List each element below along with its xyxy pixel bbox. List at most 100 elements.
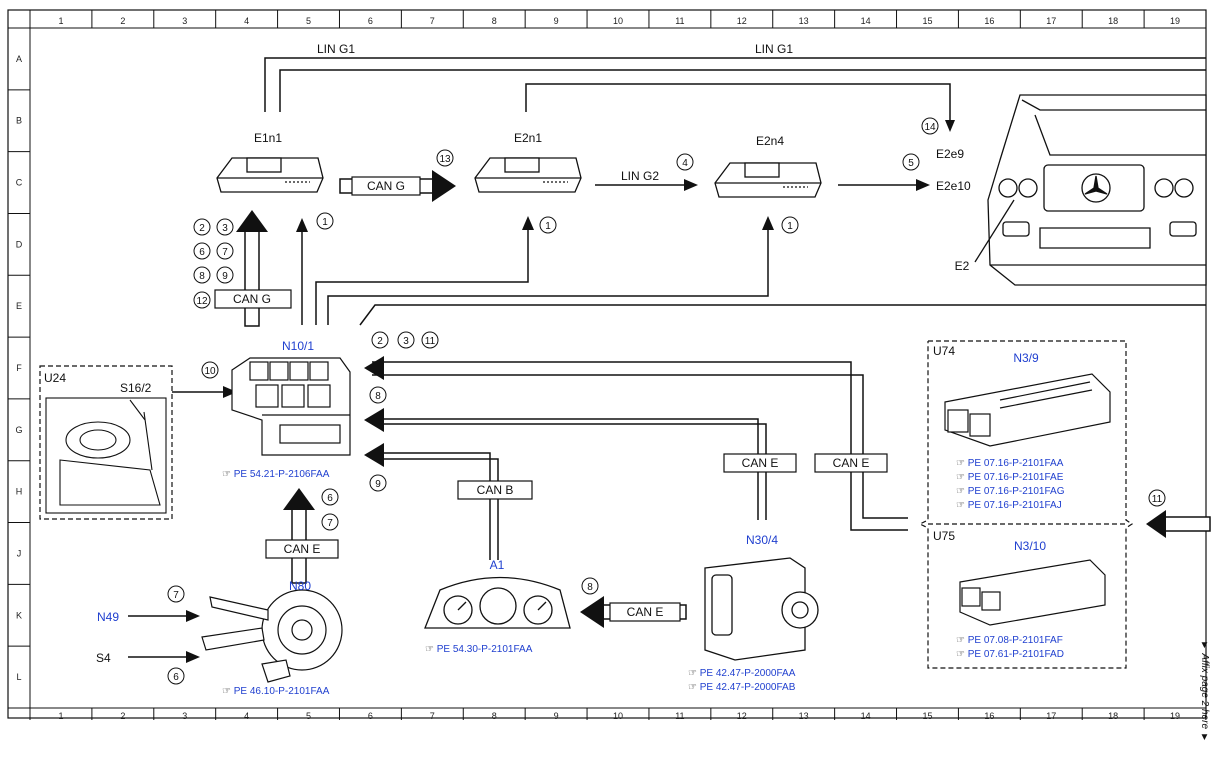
ref-n30-4-a[interactable]: ☞ PE 42.47-P-2000FAA [688,668,796,679]
ref-n10-1[interactable]: ☞ PE 54.21-P-2106FAA [222,469,330,480]
step-11-u75: 11 [1152,494,1163,505]
ref-n3-9-b[interactable]: ☞ PE 07.16-P-2101FAE [956,472,1064,483]
can-e-label-a1: CAN E [627,605,664,619]
label-n80: N80 [289,579,311,593]
esp-control-unit-n30-4 [704,557,819,661]
bus-label-boxes [214,176,888,622]
component-labels-blue: N10/1 N80 N49 A1 N30/4 N3/9 N3/10 [97,339,1046,624]
control-unit-e2n4 [714,162,822,198]
can-e-label-n80: CAN E [284,542,321,556]
step-4: 4 [682,158,688,169]
step-13: 13 [439,154,451,165]
steering-column-u24 [45,397,167,514]
column-label-top: 4 [244,16,249,26]
column-label-top: 18 [1108,16,1118,26]
ref-n3-9-a[interactable]: ☞ PE 07.16-P-2101FAA [956,458,1064,469]
column-label-bottom: 7 [430,711,435,721]
step-1-e1n1: 1 [322,217,328,228]
vehicle-front-view [974,94,1207,286]
instrument-cluster-a1 [424,576,571,629]
row-label: A [16,54,22,64]
step-8-n10: 8 [375,391,381,402]
step-numbers: 1 2 3 6 7 8 9 12 13 1 4 1 5 14 2 3 11 10… [173,122,1162,683]
step-9-n10: 9 [375,479,381,490]
step-6: 6 [199,247,205,258]
column-label-top: 15 [922,16,932,26]
column-label-top: 7 [430,16,435,26]
ref-n3-10-a[interactable]: ☞ PE 07.08-P-2101FAF [956,635,1063,646]
row-label: K [16,610,22,620]
row-label: E [16,301,22,311]
label-e1n1: E1n1 [254,131,282,145]
label-n3-9: N3/9 [1013,351,1039,365]
step-8: 8 [199,271,205,282]
step-14: 14 [924,122,936,133]
column-label-top: 16 [984,16,994,26]
lin-g2-label: LIN G2 [621,169,659,183]
label-n30-4: N30/4 [746,533,778,547]
fuse-relay-module-n10-1 [231,357,351,456]
ref-n3-9-d[interactable]: ☞ PE 07.16-P-2101FAJ [956,500,1062,511]
column-label-bottom: 3 [182,711,187,721]
column-label-top: 14 [861,16,871,26]
step-9: 9 [222,271,228,282]
column-label-top: 8 [492,16,497,26]
column-label-bottom: 12 [737,711,747,721]
column-label-top: 3 [182,16,187,26]
column-label-top: 5 [306,16,311,26]
label-e2n1: E2n1 [514,131,542,145]
column-label-bottom: 14 [861,711,871,721]
column-label-bottom: 16 [984,711,994,721]
step-3: 3 [222,223,228,234]
step-5: 5 [908,158,914,169]
engine-control-unit-n3-9 [944,373,1111,447]
row-label: G [15,425,22,435]
can-e-label-n30-4: CAN E [742,456,779,470]
step-7-n49: 7 [173,590,179,601]
step-3-n10: 3 [403,336,409,347]
wiring-lines [128,57,1206,658]
column-label-top: 6 [368,16,373,26]
row-label: C [16,178,23,188]
lin-g1-label-right: LIN G1 [755,42,793,56]
step-6-n80: 6 [327,493,333,504]
column-label-bottom: 10 [613,711,623,721]
row-label: J [17,548,22,558]
control-unit-e2n1 [474,157,582,193]
ref-n30-4-b[interactable]: ☞ PE 42.47-P-2000FAB [688,682,796,693]
control-unit-e1n1 [216,157,324,193]
column-label-top: 2 [120,16,125,26]
ref-n3-10-b[interactable]: ☞ PE 07.61-P-2101FAD [956,649,1064,660]
column-label-bottom: 8 [492,711,497,721]
bus-labels: LIN G1 LIN G1 LIN G2 CAN G CAN G CAN E C… [233,42,869,619]
column-label-bottom: 9 [554,711,559,721]
column-label-top: 17 [1046,16,1056,26]
affix-page-note: ▼ Affix page 2 here ▼ [1199,640,1210,743]
can-e-label-u74: CAN E [833,456,870,470]
column-label-bottom: 6 [368,711,373,721]
label-u74: U74 [933,344,955,358]
step-circles [167,117,1166,685]
step-6-s4: 6 [173,672,179,683]
ref-n3-9-c[interactable]: ☞ PE 07.16-P-2101FAG [956,486,1065,497]
engine-control-unit-n3-10 [959,559,1106,626]
row-label: L [16,672,21,682]
column-label-bottom: 18 [1108,711,1118,721]
label-n10-1: N10/1 [282,339,314,353]
label-e2: E2 [955,259,970,273]
ref-n80[interactable]: ☞ PE 46.10-P-2101FAA [222,686,330,697]
ref-a1[interactable]: ☞ PE 54.30-P-2101FAA [425,644,533,655]
label-e2n4: E2n4 [756,134,784,148]
step-2-n10: 2 [377,336,383,347]
column-label-bottom: 15 [922,711,932,721]
label-a1: A1 [490,558,505,572]
column-label-top: 9 [554,16,559,26]
arrowheads [186,120,955,663]
step-11-n10: 11 [425,336,436,347]
frame-border [7,9,1207,719]
column-label-top: 1 [58,16,63,26]
